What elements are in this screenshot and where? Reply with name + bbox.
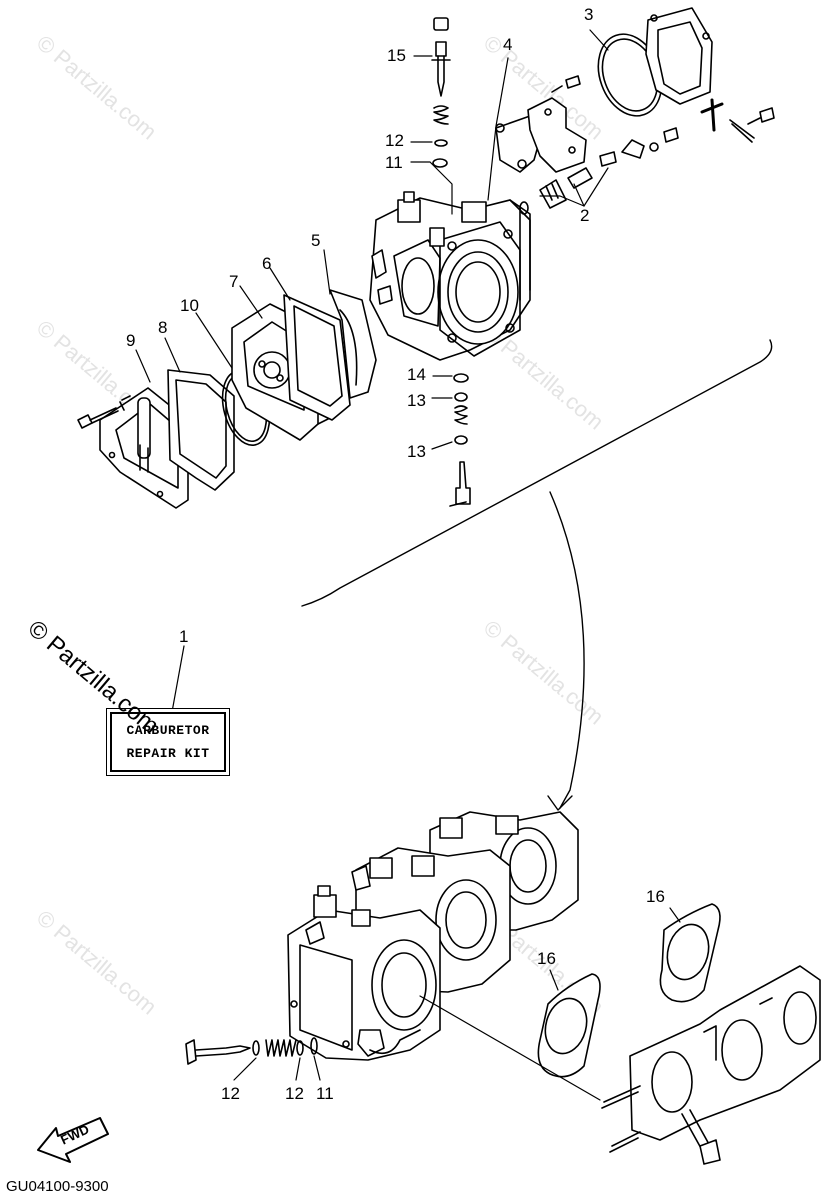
washer-part-13 [454,392,468,402]
o-ring-part-14 [453,373,469,383]
callout-2: 2 [580,206,590,225]
washer-part-12-bottom-b [296,1040,304,1056]
diaphragm-part-5 [329,289,377,399]
leader-lines [171,645,681,1101]
gasket-plate-part [645,7,713,105]
callout-5: 5 [311,231,321,250]
carburetor-assembly-3-unit [287,811,579,1061]
callout-12-bottom-left: 12 [221,1084,240,1103]
callout-10: 10 [180,296,199,315]
washer-part-12 [434,139,448,147]
callout-8: 8 [158,318,168,337]
carburetor-repair-kit-label: CARBURETOR REPAIR KIT [110,712,226,772]
kit-label-line-1: CARBURETOR [126,723,210,738]
carburetor-body [369,191,531,361]
o-ring-part-11 [432,158,448,168]
screw-part [747,107,775,125]
fitting-part [700,98,755,143]
needle-part [449,461,471,507]
gasket-part-6 [283,294,351,421]
washer-part-13 [454,435,468,445]
gasket-part-16-lower [537,973,601,1078]
needle-jet-part-15 [431,17,451,97]
callout-4: 4 [503,35,513,54]
callout-16-upper: 16 [646,887,665,906]
callout-12-bottom-middle: 12 [285,1084,304,1103]
callout-6: 6 [262,254,272,273]
spring-part [433,105,449,125]
callout-16-lower: 16 [537,949,556,968]
diagram-code: GU04100-9300 [6,1178,109,1195]
pump-cover-part [527,97,587,173]
o-ring-part-11-bottom [310,1037,318,1055]
needle-part-bottom [185,1039,251,1065]
callout-11-top: 11 [385,153,403,172]
cover-plate-part-9 [99,387,189,509]
callout-7: 7 [229,272,239,291]
callout-15: 15 [387,46,406,65]
callout-1: 1 [179,627,189,646]
leader-lines [135,29,609,450]
kit-label-line-2: REPAIR KIT [126,746,210,761]
small-parts [621,127,679,159]
callout-3: 3 [584,5,594,24]
fwd-arrow-icon [37,1117,109,1163]
screw-part [551,75,581,93]
spring-part [454,405,468,425]
callout-13-lower: 13 [407,442,426,461]
washer-part-12-bottom [252,1040,260,1056]
intake-manifold [601,965,821,1153]
callout-9: 9 [126,331,136,350]
expansion-bracket [301,339,773,811]
spring-part-bottom [265,1039,297,1057]
callout-13-upper: 13 [407,391,426,410]
screw-part [77,407,119,429]
check-valve-part-2 [519,151,617,215]
gasket-part-16-upper [659,903,721,1003]
callout-14: 14 [407,365,426,384]
callout-12-top: 12 [385,131,404,150]
callout-11-bottom: 11 [316,1084,334,1103]
bolt-part [681,1109,721,1165]
gasket-part-8 [167,369,235,491]
